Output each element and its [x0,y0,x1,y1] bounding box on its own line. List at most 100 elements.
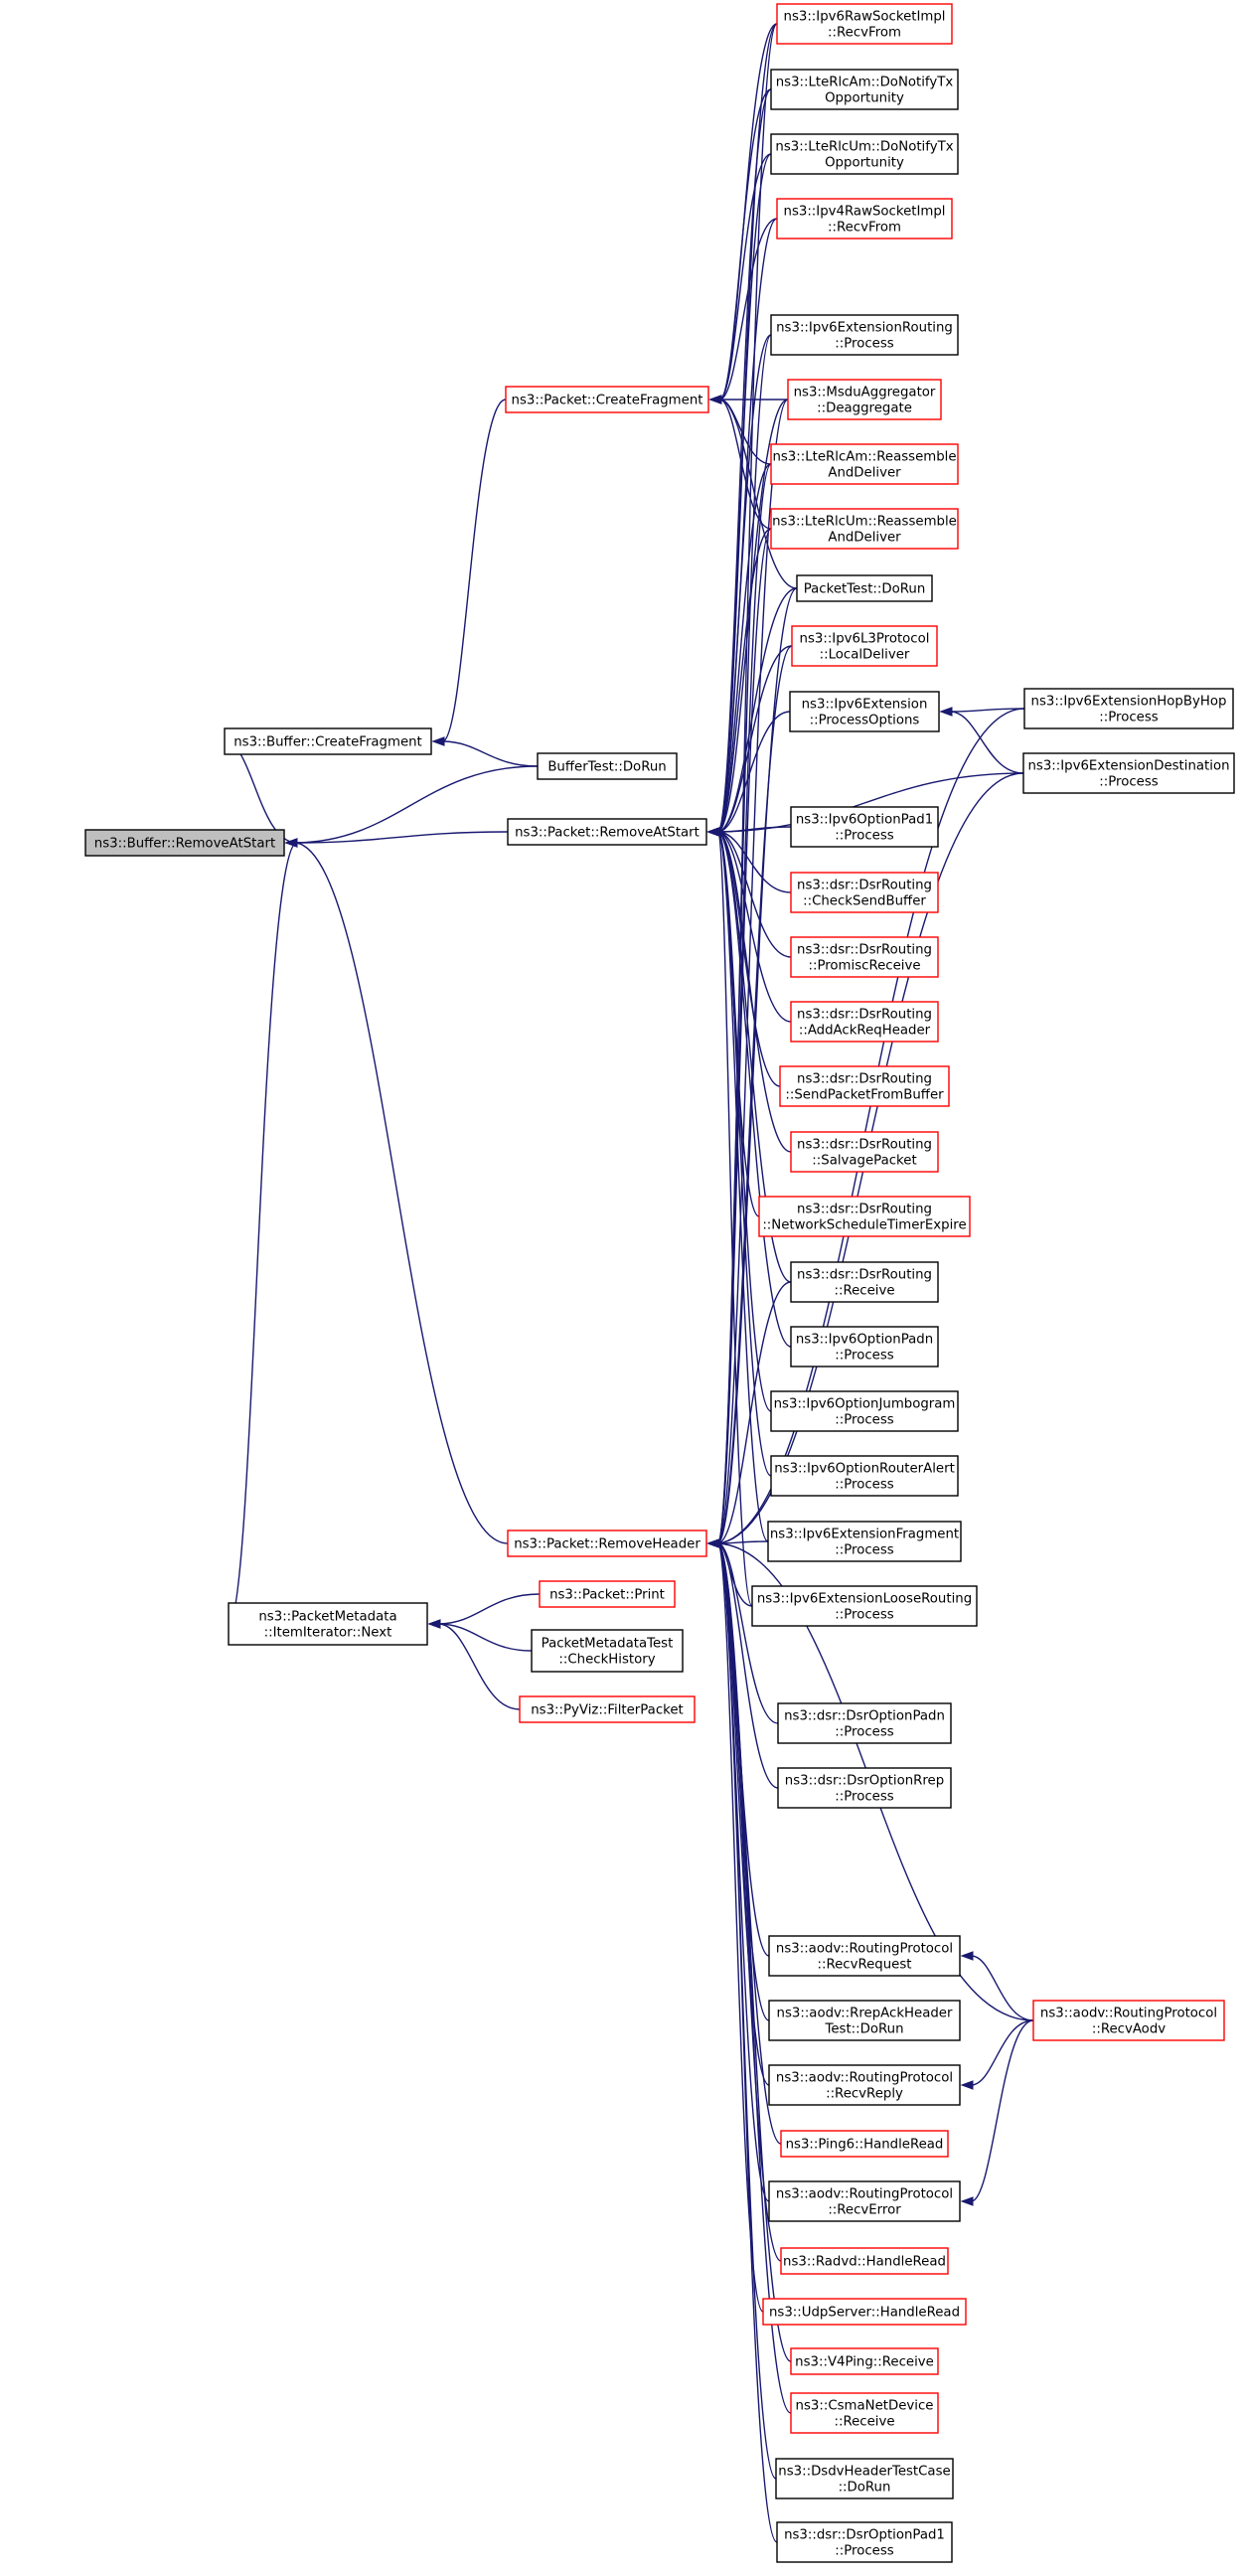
node-metadata-check-history[interactable]: PacketMetadataTest::CheckHistory [531,1629,684,1673]
node-box [790,2392,939,2434]
node-label-line: ns3::DsdvHeaderTestCase [778,2465,950,2480]
edge-line [717,831,769,1542]
edge-line [717,528,772,833]
node-radvd-handleread[interactable]: ns3::Radvd::HandleRead [780,2247,949,2275]
node-ping6-handleread[interactable]: ns3::Ping6::HandleRead [780,2130,949,2158]
node-box [1032,2000,1225,2041]
node-ipv6ext-fragment-process[interactable]: ns3::Ipv6ExtensionFragment::Process [767,1521,962,1562]
edge-line [717,1542,792,2414]
node-ipv6opt-jumbogram-process[interactable]: ns3::Ipv6OptionJumbogram::Process [770,1390,959,1432]
node-aodv-recvaodv[interactable]: ns3::aodv::RoutingProtocol::RecvAodv [1032,2000,1225,2041]
edge-line [717,711,791,833]
node-ipv6raw-recvfrom[interactable]: ns3::Ipv6RawSocketImpl::RecvFrom [776,3,953,45]
node-dsr-sendpacketfrombuffer[interactable]: ns3::dsr::DsrRouting::SendPacketFromBuff… [779,1065,950,1107]
node-buffer-create-fragment[interactable]: ns3::Buffer::CreateFragment [224,727,432,755]
node-label-line: ns3::dsr::DsrOptionPadn [784,1709,945,1724]
node-label-line: ::PromiscReceive [809,959,921,974]
node-ipv6ext-routing-process[interactable]: ns3::Ipv6ExtensionRouting::Process [770,314,959,356]
node-label-line: ns3::dsr::DsrRouting [797,1072,932,1087]
node-box [224,727,432,755]
edge-line [717,23,778,833]
node-box [507,1530,707,1557]
node-pyviz-filter-packet[interactable]: ns3::PyViz::FilterPacket [519,1695,696,1723]
node-box [790,1131,939,1173]
node-dsr-promiscreceive[interactable]: ns3::dsr::DsrRouting::PromiscReceive [790,936,939,978]
node-ipv6ext-hopbyhop-process[interactable]: ns3::Ipv6ExtensionHopByHop::Process [1023,688,1234,729]
edge-arrowhead [939,707,953,717]
edge-aodv-recvaodv-to-aodv-recvrequest [960,1951,1034,2021]
edge-line [717,645,793,1544]
node-label-line: ns3::aodv::RoutingProtocol [776,2187,953,2202]
node-box [775,2458,954,2499]
node-label-line: ns3::Ipv6L3Protocol [800,632,930,647]
node-packet-remove-at-start[interactable]: ns3::Packet::RemoveAtStart [507,818,707,846]
node-udpserver-handleread[interactable]: ns3::UdpServer::HandleRead [762,2298,967,2326]
node-packet-print[interactable]: ns3::Packet::Print [539,1580,676,1608]
edge-line [717,831,792,1283]
node-label-line: ns3::Ipv6ExtensionRouting [776,321,953,336]
node-dsr-optionpadn-process[interactable]: ns3::dsr::DsrOptionPadn::Process [777,1702,952,1744]
node-box [790,2347,939,2375]
node-ipv6opt-pad1-process[interactable]: ns3::Ipv6OptionPad1::Process [790,806,939,848]
node-label-line: ::CheckSendBuffer [803,894,926,909]
edge-line [717,1281,792,1544]
node-ipv6opt-routeralert-process[interactable]: ns3::Ipv6OptionRouterAlert::Process [770,1455,959,1497]
node-msdu-deaggregate[interactable]: ns3::MsduAggregator::Deaggregate [787,379,942,420]
edge-line [717,1542,779,1789]
node-ipv4raw-recvfrom[interactable]: ns3::Ipv4RawSocketImpl::RecvFrom [776,198,953,240]
node-aodv-recvrequest[interactable]: ns3::aodv::RoutingProtocol::RecvRequest [768,1935,961,1977]
edge-line [719,153,772,401]
node-dsr-salvagepacket[interactable]: ns3::dsr::DsrRouting::SalvagePacket [790,1131,939,1173]
node-label-line: ns3::LteRlcUm::Reassemble [772,515,957,530]
node-label-line: ns3::Ping6::HandleRead [786,2138,944,2153]
node-dsr-optionpad1-process[interactable]: ns3::dsr::DsrOptionPad1::Process [776,2521,953,2563]
node-buffer-test-dorun[interactable]: BufferTest::DoRun [537,752,678,780]
edge-line [971,2019,1034,2202]
edge-line [224,740,297,844]
edge-dsr-optionpad1-process-to-packet-remove-header [706,1538,778,2543]
node-box [780,2247,949,2275]
edge-line [295,842,509,1544]
node-item-iterator-next[interactable]: ns3::PacketMetadata::ItemIterator::Next [228,1602,428,1646]
node-box [228,1602,428,1646]
node-dsr-networkscheduletimerexpire[interactable]: ns3::dsr::DsrRouting::NetworkScheduleTim… [758,1196,971,1237]
node-ipv6ext-destination-process[interactable]: ns3::Ipv6ExtensionDestination::Process [1022,752,1235,794]
node-csma-receive[interactable]: ns3::CsmaNetDevice::Receive [790,2392,939,2434]
node-label-line: ::ItemIterator::Next [264,1626,392,1641]
node-dsr-checksendbuffer[interactable]: ns3::dsr::DsrRouting::CheckSendBuffer [790,872,939,913]
edge-arrowhead [284,838,298,848]
node-remove-at-start[interactable]: ns3::Buffer::RemoveAtStart [84,829,285,857]
node-label-line: ::DoRun [839,2481,891,2496]
node-ipv6l3-localdeliver[interactable]: ns3::Ipv6L3Protocol::LocalDeliver [791,625,938,667]
node-box [770,1390,959,1432]
node-label-line: ns3::Packet::Print [549,1588,665,1603]
node-ipv6ext-looserouting-process[interactable]: ns3::Ipv6ExtensionLooseRouting::Process [751,1585,978,1627]
node-label-line: ::RecvFrom [828,26,901,41]
node-v4ping-receive[interactable]: ns3::V4Ping::Receive [790,2347,939,2375]
node-dsdv-dorun[interactable]: ns3::DsdvHeaderTestCase::DoRun [775,2458,954,2499]
node-label-line: ::Process [835,1543,893,1558]
node-packet-remove-header[interactable]: ns3::Packet::RemoveHeader [507,1530,707,1557]
edge-arrowhead [706,827,720,837]
node-dsr-receive[interactable]: ns3::dsr::DsrRouting::Receive [790,1261,939,1303]
node-aodv-recvreply[interactable]: ns3::aodv::RoutingProtocol::RecvReply [768,2064,961,2106]
edge-line [971,2019,1034,2086]
node-ipv6opt-padn-process[interactable]: ns3::Ipv6OptionPadn::Process [790,1326,939,1368]
node-packettest-dorun[interactable]: PacketTest::DoRun [796,574,933,602]
edge-packet-remove-header-to-remove-at-start [284,838,509,1544]
node-aodv-recverror[interactable]: ns3::aodv::RoutingProtocol::RecvError [768,2180,961,2222]
node-label-line: ns3::LteRlcUm::DoNotifyTx [775,140,953,155]
edge-line [717,1542,779,1724]
node-box [791,625,938,667]
node-box [790,806,939,848]
node-box [1023,688,1234,729]
node-dsr-optionrrep-process[interactable]: ns3::dsr::DsrOptionRrep::Process [777,1767,952,1809]
node-packet-create-fragment[interactable]: ns3::Packet::CreateFragment [505,386,709,413]
node-dsr-addackreqheader[interactable]: ns3::dsr::DsrRouting::AddAckReqHeader [790,1001,939,1043]
node-ipv6ext-processoptions[interactable]: ns3::Ipv6Extension::ProcessOptions [789,691,940,732]
